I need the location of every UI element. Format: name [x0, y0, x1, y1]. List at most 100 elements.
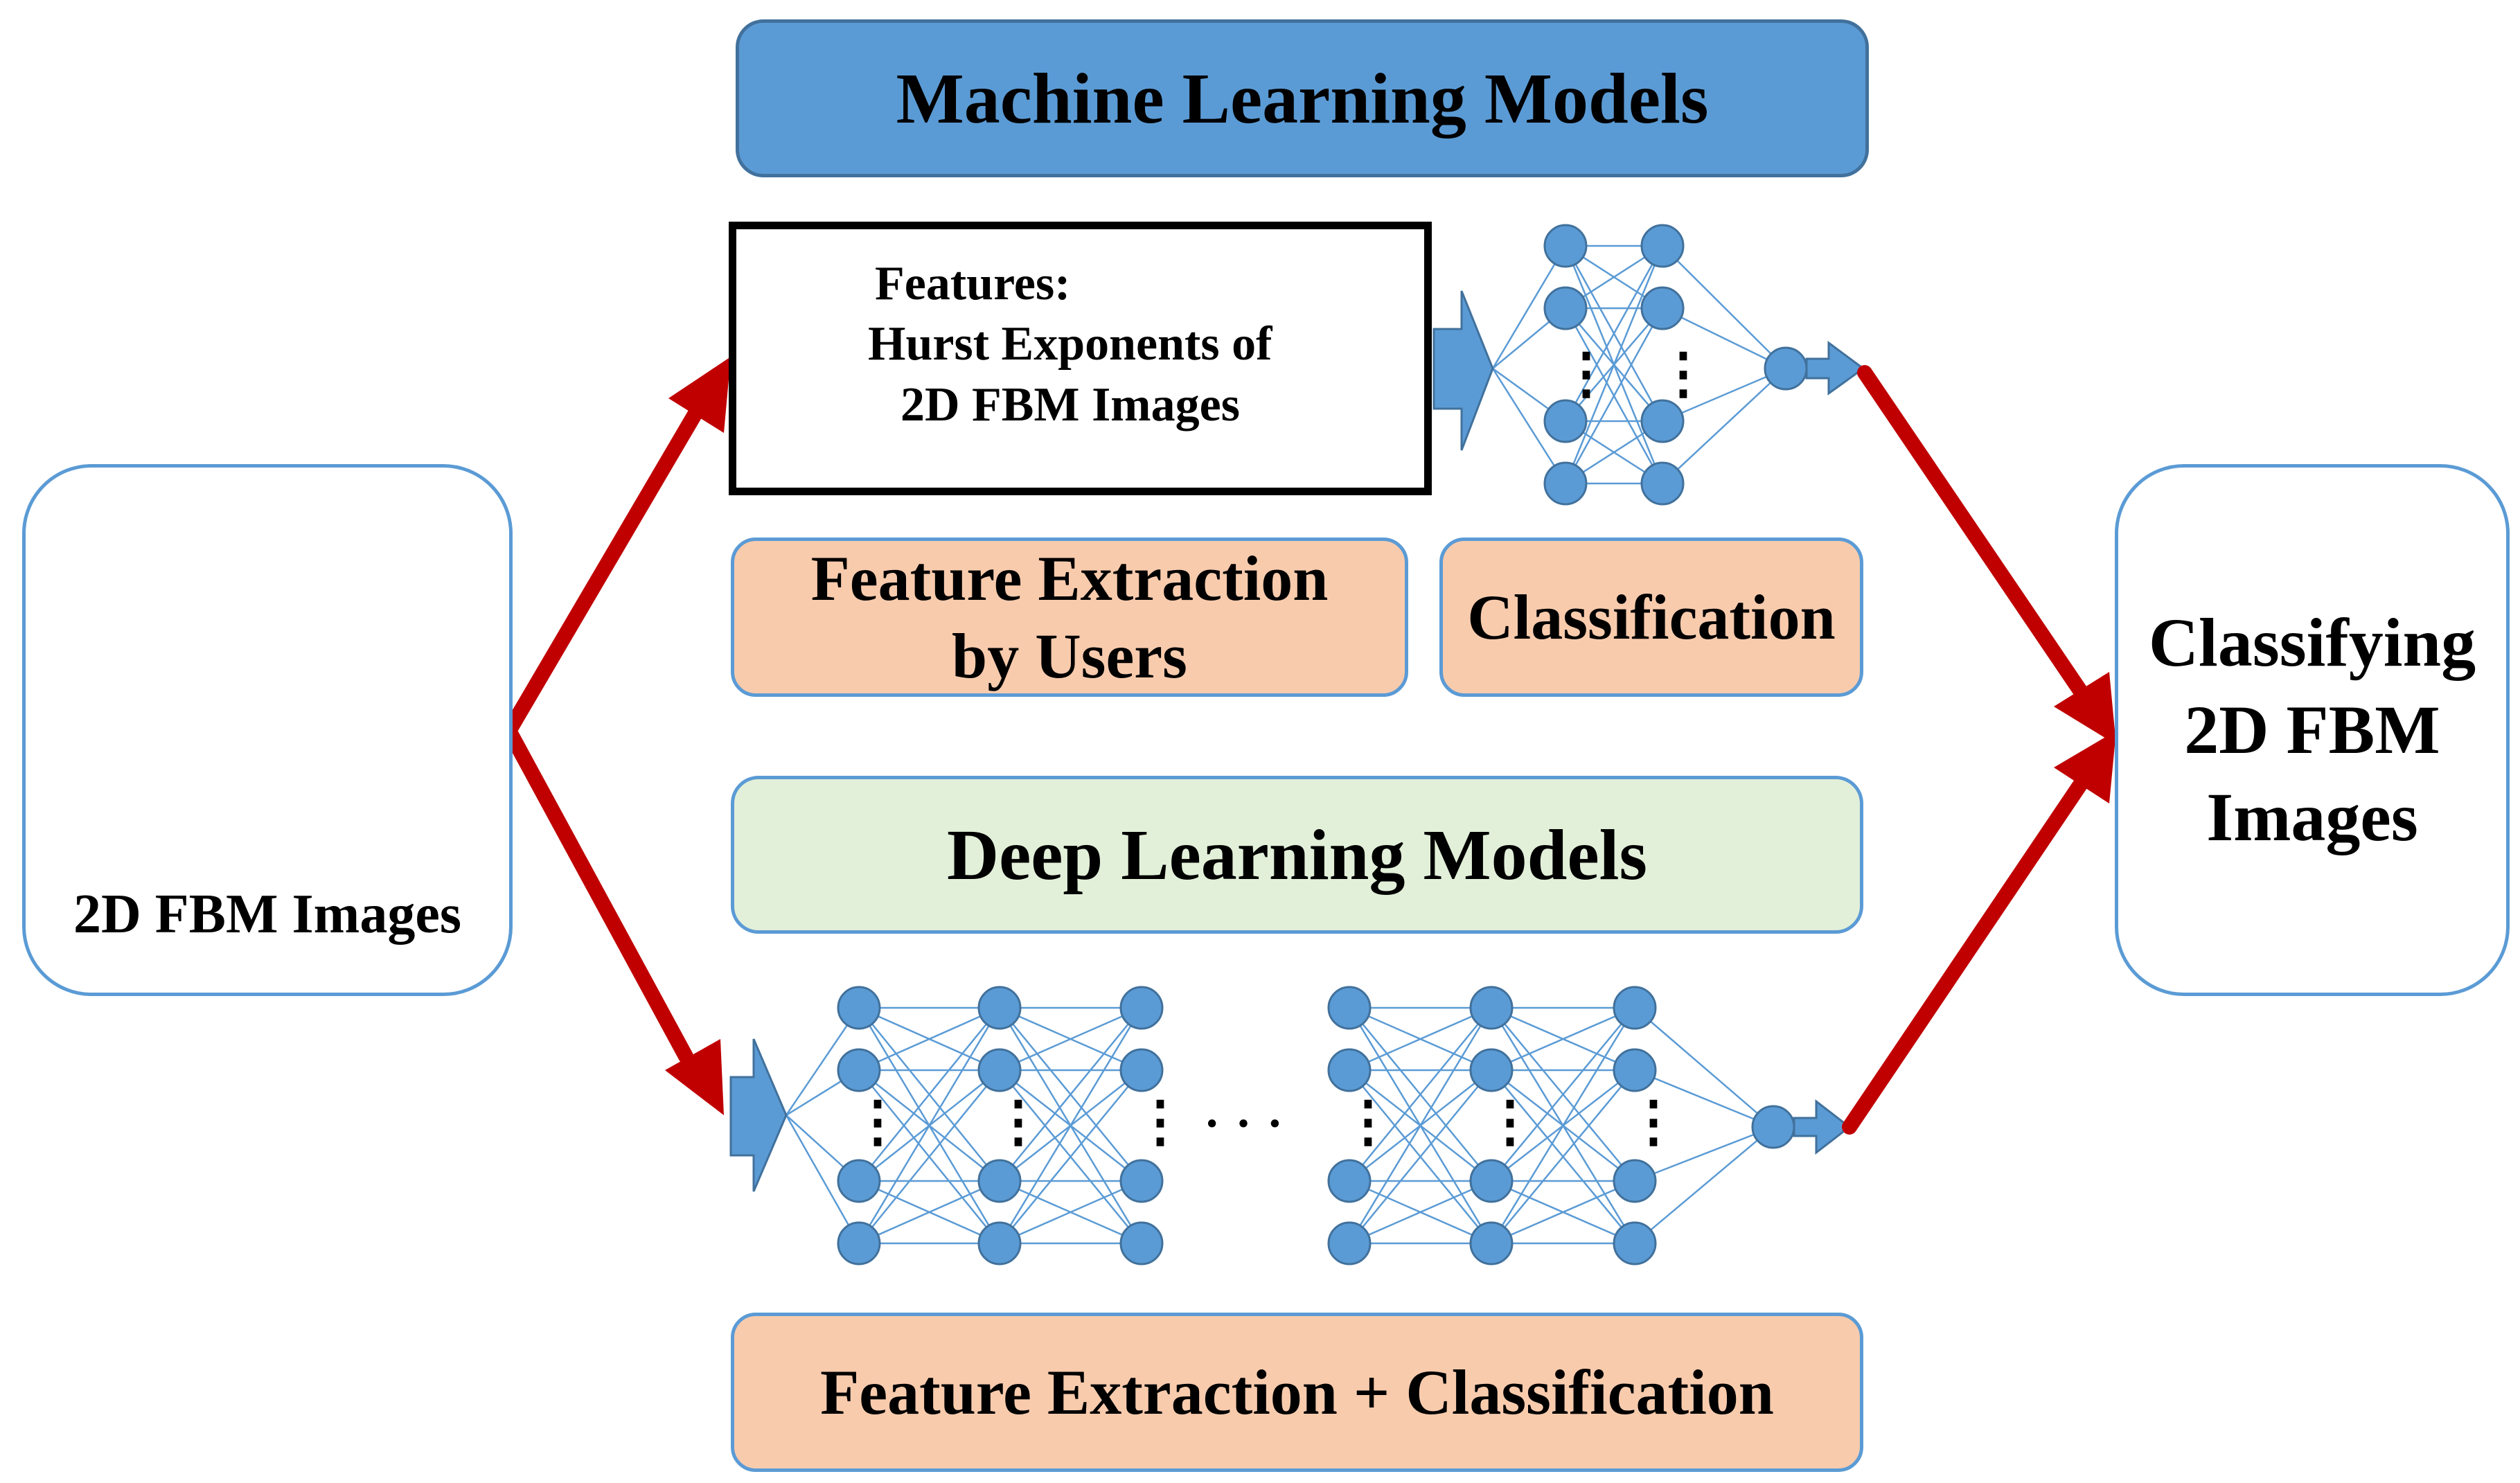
- ml-node-c2-r4: [1640, 461, 1685, 506]
- dl-node-c4-r4: [1327, 1221, 1372, 1266]
- dl-link: [858, 1180, 1000, 1245]
- dl-node-c3-r3: [1119, 1159, 1164, 1203]
- dl-node-c3-r1: [1119, 986, 1164, 1030]
- dl-node-c1-r2: [837, 1048, 881, 1092]
- machine-learning-models-header: Machine Learning Models: [736, 19, 1869, 177]
- dl-node-c1-r3: [837, 1159, 881, 1203]
- ml-node-c2-r1: [1640, 224, 1685, 268]
- flow-arrow-ml-to-output: [1857, 365, 2089, 700]
- ml-output-node: [1764, 346, 1808, 391]
- ml-link: [1564, 245, 1664, 484]
- dl-link: [998, 1007, 1143, 1244]
- dl-node-c1-r1: [837, 986, 881, 1030]
- dl-node-c6-r2: [1613, 1048, 1657, 1092]
- dl-network-links: [785, 1006, 1774, 1245]
- ml-link: [1662, 307, 1786, 370]
- dl-network-nodes: [837, 986, 1795, 1266]
- dl-link: [1634, 1126, 1774, 1182]
- ml-node-c2-r2: [1640, 286, 1685, 330]
- ml-link: [1662, 368, 1786, 484]
- ml-column-2-ellipsis: ⋮: [1656, 344, 1711, 405]
- ml-node-c2-r3: [1640, 399, 1685, 443]
- dl-output-node: [1751, 1105, 1795, 1149]
- dl-link: [858, 1069, 1000, 1244]
- dl-link: [1349, 1006, 1492, 1072]
- dl-link: [1634, 1126, 1774, 1244]
- ml-link: [1491, 368, 1567, 484]
- dl-node-c2-r3: [977, 1159, 1022, 1203]
- dl-input-block-arrow-icon: [729, 1038, 788, 1192]
- flow-arrow-input-to-dl: [502, 723, 693, 1064]
- dl-link: [1491, 1007, 1635, 1182]
- dl-node-c2-r1: [977, 986, 1022, 1030]
- feature-extraction-label: Feature Extraction: [810, 543, 1329, 614]
- classifying-output-panel: Classifying 2D FBM Images: [2115, 464, 2510, 996]
- dl-node-c4-r3: [1327, 1159, 1372, 1203]
- ml-node-c1-r2: [1543, 286, 1588, 330]
- features-hurst-line: Hurst Exponents of: [868, 317, 1272, 371]
- flow-arrows: [502, 357, 2116, 1135]
- ml-node-c1-r1: [1543, 224, 1588, 268]
- dl-node-c4-r1: [1327, 986, 1372, 1030]
- dl-link: [1349, 1180, 1492, 1245]
- dl-horizontal-ellipsis: ···: [1204, 1097, 1299, 1151]
- dl-node-c5-r2: [1469, 1048, 1514, 1092]
- dl-node-c5-r3: [1469, 1159, 1514, 1203]
- dl-node-c2-r2: [977, 1048, 1022, 1092]
- dl-link: [999, 1180, 1142, 1245]
- dl-link: [1490, 1007, 1636, 1244]
- dl-column-4-ellipsis: ⋮: [1340, 1092, 1396, 1153]
- dl-link: [1491, 1180, 1635, 1245]
- ml-link: [1564, 308, 1664, 484]
- dl-link: [1634, 1069, 1774, 1128]
- dl-node-c2-r4: [977, 1221, 1022, 1266]
- dl-link: [999, 1069, 1142, 1244]
- dl-node-c6-r1: [1613, 986, 1657, 1030]
- ml-input-block-arrow-icon: [1432, 290, 1494, 451]
- ml-link: [1564, 245, 1664, 422]
- ml-node-c1-r3: [1543, 399, 1588, 443]
- ml-network-links: [1491, 245, 1786, 485]
- ml-node-c1-r4: [1543, 461, 1588, 506]
- dl-link: [1491, 1006, 1635, 1072]
- flow-arrowhead-ml: [668, 357, 731, 433]
- dl-node-c4-r2: [1327, 1048, 1372, 1092]
- dl-link: [1349, 1007, 1492, 1182]
- flow-arrow-input-to-ml: [502, 405, 704, 738]
- dl-link: [1348, 1007, 1493, 1244]
- dl-node-c6-r3: [1613, 1159, 1657, 1203]
- dl-output-block-arrow-icon: [1793, 1099, 1852, 1155]
- output-line-3: Images: [2206, 779, 2418, 855]
- output-line-2: 2D FBM: [2184, 691, 2440, 768]
- feature-extraction-classification-box: Feature Extraction + Classification: [731, 1313, 1863, 1472]
- flow-arrowhead-output-top: [2054, 672, 2116, 745]
- features-label: Features:: [875, 257, 1071, 310]
- feature-extraction-by-users-box: Feature Extraction by Users: [731, 538, 1408, 697]
- input-images-panel: 2D FBM Images: [22, 464, 513, 996]
- features-images-line: 2D FBM Images: [900, 378, 1240, 432]
- dl-link: [858, 1006, 1000, 1072]
- deep-learning-models-header: Deep Learning Models: [731, 776, 1863, 934]
- dl-link: [1491, 1069, 1635, 1244]
- flow-arrow-dl-to-output: [1842, 775, 2089, 1135]
- output-line-1: Classifying: [2148, 604, 2476, 681]
- dl-node-c6-r4: [1613, 1221, 1657, 1266]
- dl-link: [999, 1006, 1142, 1072]
- dl-column-6-ellipsis: ⋮: [1626, 1092, 1681, 1153]
- dl-link: [858, 1007, 1000, 1182]
- dl-column-1-ellipsis: ⋮: [850, 1092, 905, 1153]
- dl-node-c3-r4: [1119, 1221, 1164, 1266]
- dl-column-5-ellipsis: ⋮: [1482, 1092, 1538, 1153]
- dl-link: [1634, 1007, 1774, 1128]
- dl-node-c5-r1: [1469, 986, 1514, 1030]
- dl-node-c1-r4: [837, 1221, 881, 1266]
- flow-arrowhead-output-bottom: [2054, 731, 2116, 803]
- dl-column-3-ellipsis: ⋮: [1133, 1092, 1188, 1153]
- classification-box: Classification: [1439, 538, 1863, 697]
- ml-link: [1662, 367, 1786, 423]
- dl-node-c5-r4: [1469, 1221, 1514, 1266]
- by-users-label: by Users: [952, 621, 1187, 691]
- input-images-caption: 2D FBM Images: [73, 884, 461, 945]
- ml-output-block-arrow-icon: [1805, 341, 1865, 396]
